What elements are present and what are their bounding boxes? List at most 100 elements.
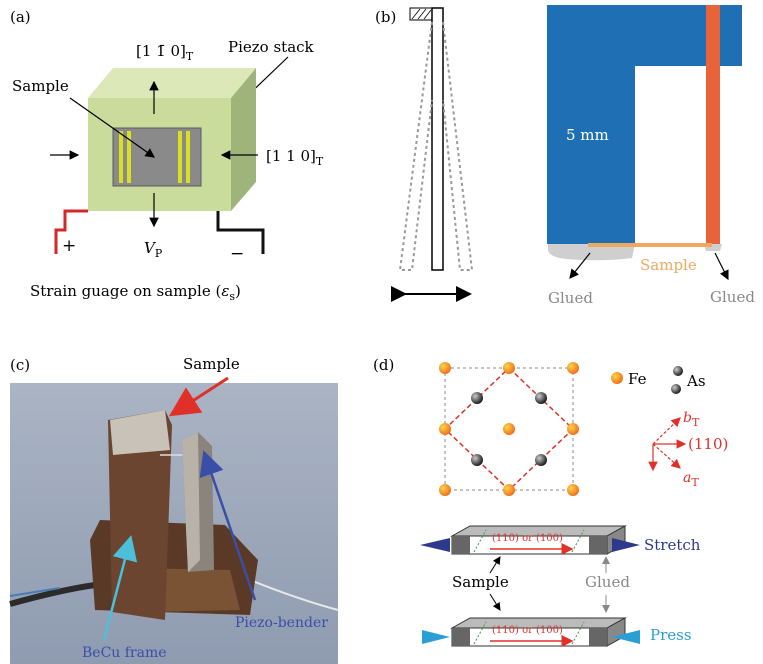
bender-clamp — [409, 7, 433, 21]
legend-as-atom — [673, 366, 683, 376]
sample-label-c: Sample — [183, 355, 240, 373]
vp-label: VP — [144, 239, 163, 260]
stretch-green-line — [473, 529, 487, 553]
bt-axis — [652, 417, 681, 445]
fe-atom — [439, 484, 451, 496]
sample-pointer-arrow — [69, 97, 155, 158]
bender-beam — [431, 7, 444, 271]
panel-d-label: (d) — [373, 356, 394, 374]
press-glue-right — [589, 628, 607, 646]
strain-gauge-stripe — [119, 131, 123, 183]
direction-right-label: [1 1 0]T — [266, 147, 324, 168]
panel-d: (d) Fe As bT (110) — [373, 356, 728, 647]
direction-top-label: [1 1̄ 0]T — [136, 42, 194, 63]
piezo-stack-label: Piezo stack — [228, 38, 315, 56]
fe-atom — [567, 423, 579, 435]
stretch-assembly: (110) or (100) Stretch — [420, 525, 701, 555]
panel-a-caption: Strain guage on sample (εs) — [30, 282, 241, 303]
fe-atom — [567, 484, 579, 496]
minus-label: − — [230, 244, 244, 264]
plus-wire — [54, 209, 88, 254]
sample-label-d: Sample — [452, 573, 509, 591]
glued-left-arrow — [569, 252, 591, 279]
cube-top-face — [88, 68, 256, 98]
glued-right-label: Glued — [710, 288, 755, 306]
fe-atoms — [439, 362, 579, 496]
fe-atom — [503, 484, 515, 496]
photo-bender-face — [182, 432, 200, 572]
cube-side-face — [231, 68, 256, 211]
sample-label-b: Sample — [640, 256, 697, 274]
fe-atom — [439, 362, 451, 374]
press-green-line — [571, 621, 585, 645]
legend-fe-label: Fe — [628, 370, 647, 388]
as-atom — [471, 454, 483, 466]
panel-b: (b) 5 mm Sample Glued Glued — [375, 5, 755, 307]
fe-atom — [567, 362, 579, 374]
photo-cable — [9, 582, 96, 607]
at-axis — [652, 443, 681, 469]
photo-cable-blue — [9, 587, 61, 597]
plus-label: + — [62, 236, 76, 256]
press-strip-label: (110) or (100) — [492, 625, 563, 636]
bender-deflect-right — [442, 21, 474, 271]
sample-label: Sample — [12, 77, 69, 95]
panel-c-label: (c) — [10, 356, 30, 374]
photo-wire — [249, 579, 339, 611]
bt-label: bT — [683, 410, 700, 429]
panel-b-label: (b) — [375, 8, 396, 26]
press-label: Press — [650, 626, 692, 644]
clamp-hatching — [411, 8, 432, 20]
stretch-glue-left — [452, 536, 470, 554]
press-arrow-left — [422, 630, 450, 644]
minus-wire — [216, 211, 265, 254]
sample-arrow-c — [168, 376, 229, 417]
bender-deflect-left — [398, 21, 433, 271]
panel-c: (c) Sample Piezo-bender BeCu frame — [9, 355, 339, 664]
dir-110-label: (110) — [688, 435, 728, 453]
as-atom — [471, 392, 483, 404]
glued-left-label: Glued — [548, 289, 593, 307]
as-atom — [535, 392, 547, 404]
stretch-arrow-left — [420, 538, 450, 552]
stretch-arrow-right — [612, 538, 640, 552]
becu-frame-arrow — [102, 535, 138, 641]
becu-frame-label: BeCu frame — [82, 645, 167, 661]
as-atoms — [471, 392, 547, 466]
stretch-strip-label: (110) or (100) — [492, 533, 563, 544]
strain-gauge-stripe — [178, 131, 182, 183]
press-glue-left — [452, 628, 470, 646]
piezo-bender-bar — [706, 5, 720, 246]
glue-blob-left — [548, 244, 635, 261]
strain-gauge-stripe — [186, 131, 190, 183]
piezo-bender-arrow — [199, 450, 257, 601]
press-green-line — [473, 621, 487, 645]
sample-arrow-up — [489, 556, 501, 574]
glued-label-d: Glued — [585, 573, 630, 591]
dimension-label: 5 mm — [566, 126, 609, 144]
panel-a: (a) Piezo stack Sample [1 1̄ 0]T [1 1 0]… — [10, 8, 324, 303]
strain-gauge-stripe — [127, 131, 131, 183]
piezo-bender-label: Piezo-bender — [235, 615, 328, 631]
becu-frame-block — [547, 5, 742, 244]
stretch-glue-right — [589, 536, 607, 554]
fe-atom — [503, 362, 515, 374]
sample-strip — [588, 243, 712, 247]
press-assembly: (110) or (100) Press — [422, 617, 692, 647]
fe-atom — [503, 423, 515, 435]
stretch-green-line — [571, 529, 585, 553]
legend-as-atom — [671, 384, 681, 394]
photo-sample-top — [110, 410, 170, 455]
fe-atom — [439, 423, 451, 435]
panel-a-label: (a) — [10, 8, 31, 26]
legend-fe-atom — [611, 372, 623, 384]
as-atom — [535, 454, 547, 466]
at-label: aT — [683, 470, 699, 489]
stretch-label: Stretch — [644, 536, 701, 554]
glued-right-arrow — [714, 252, 729, 281]
sample-arrow-down — [489, 593, 501, 611]
legend-as-label: As — [686, 372, 706, 390]
press-arrow-right — [612, 630, 640, 644]
